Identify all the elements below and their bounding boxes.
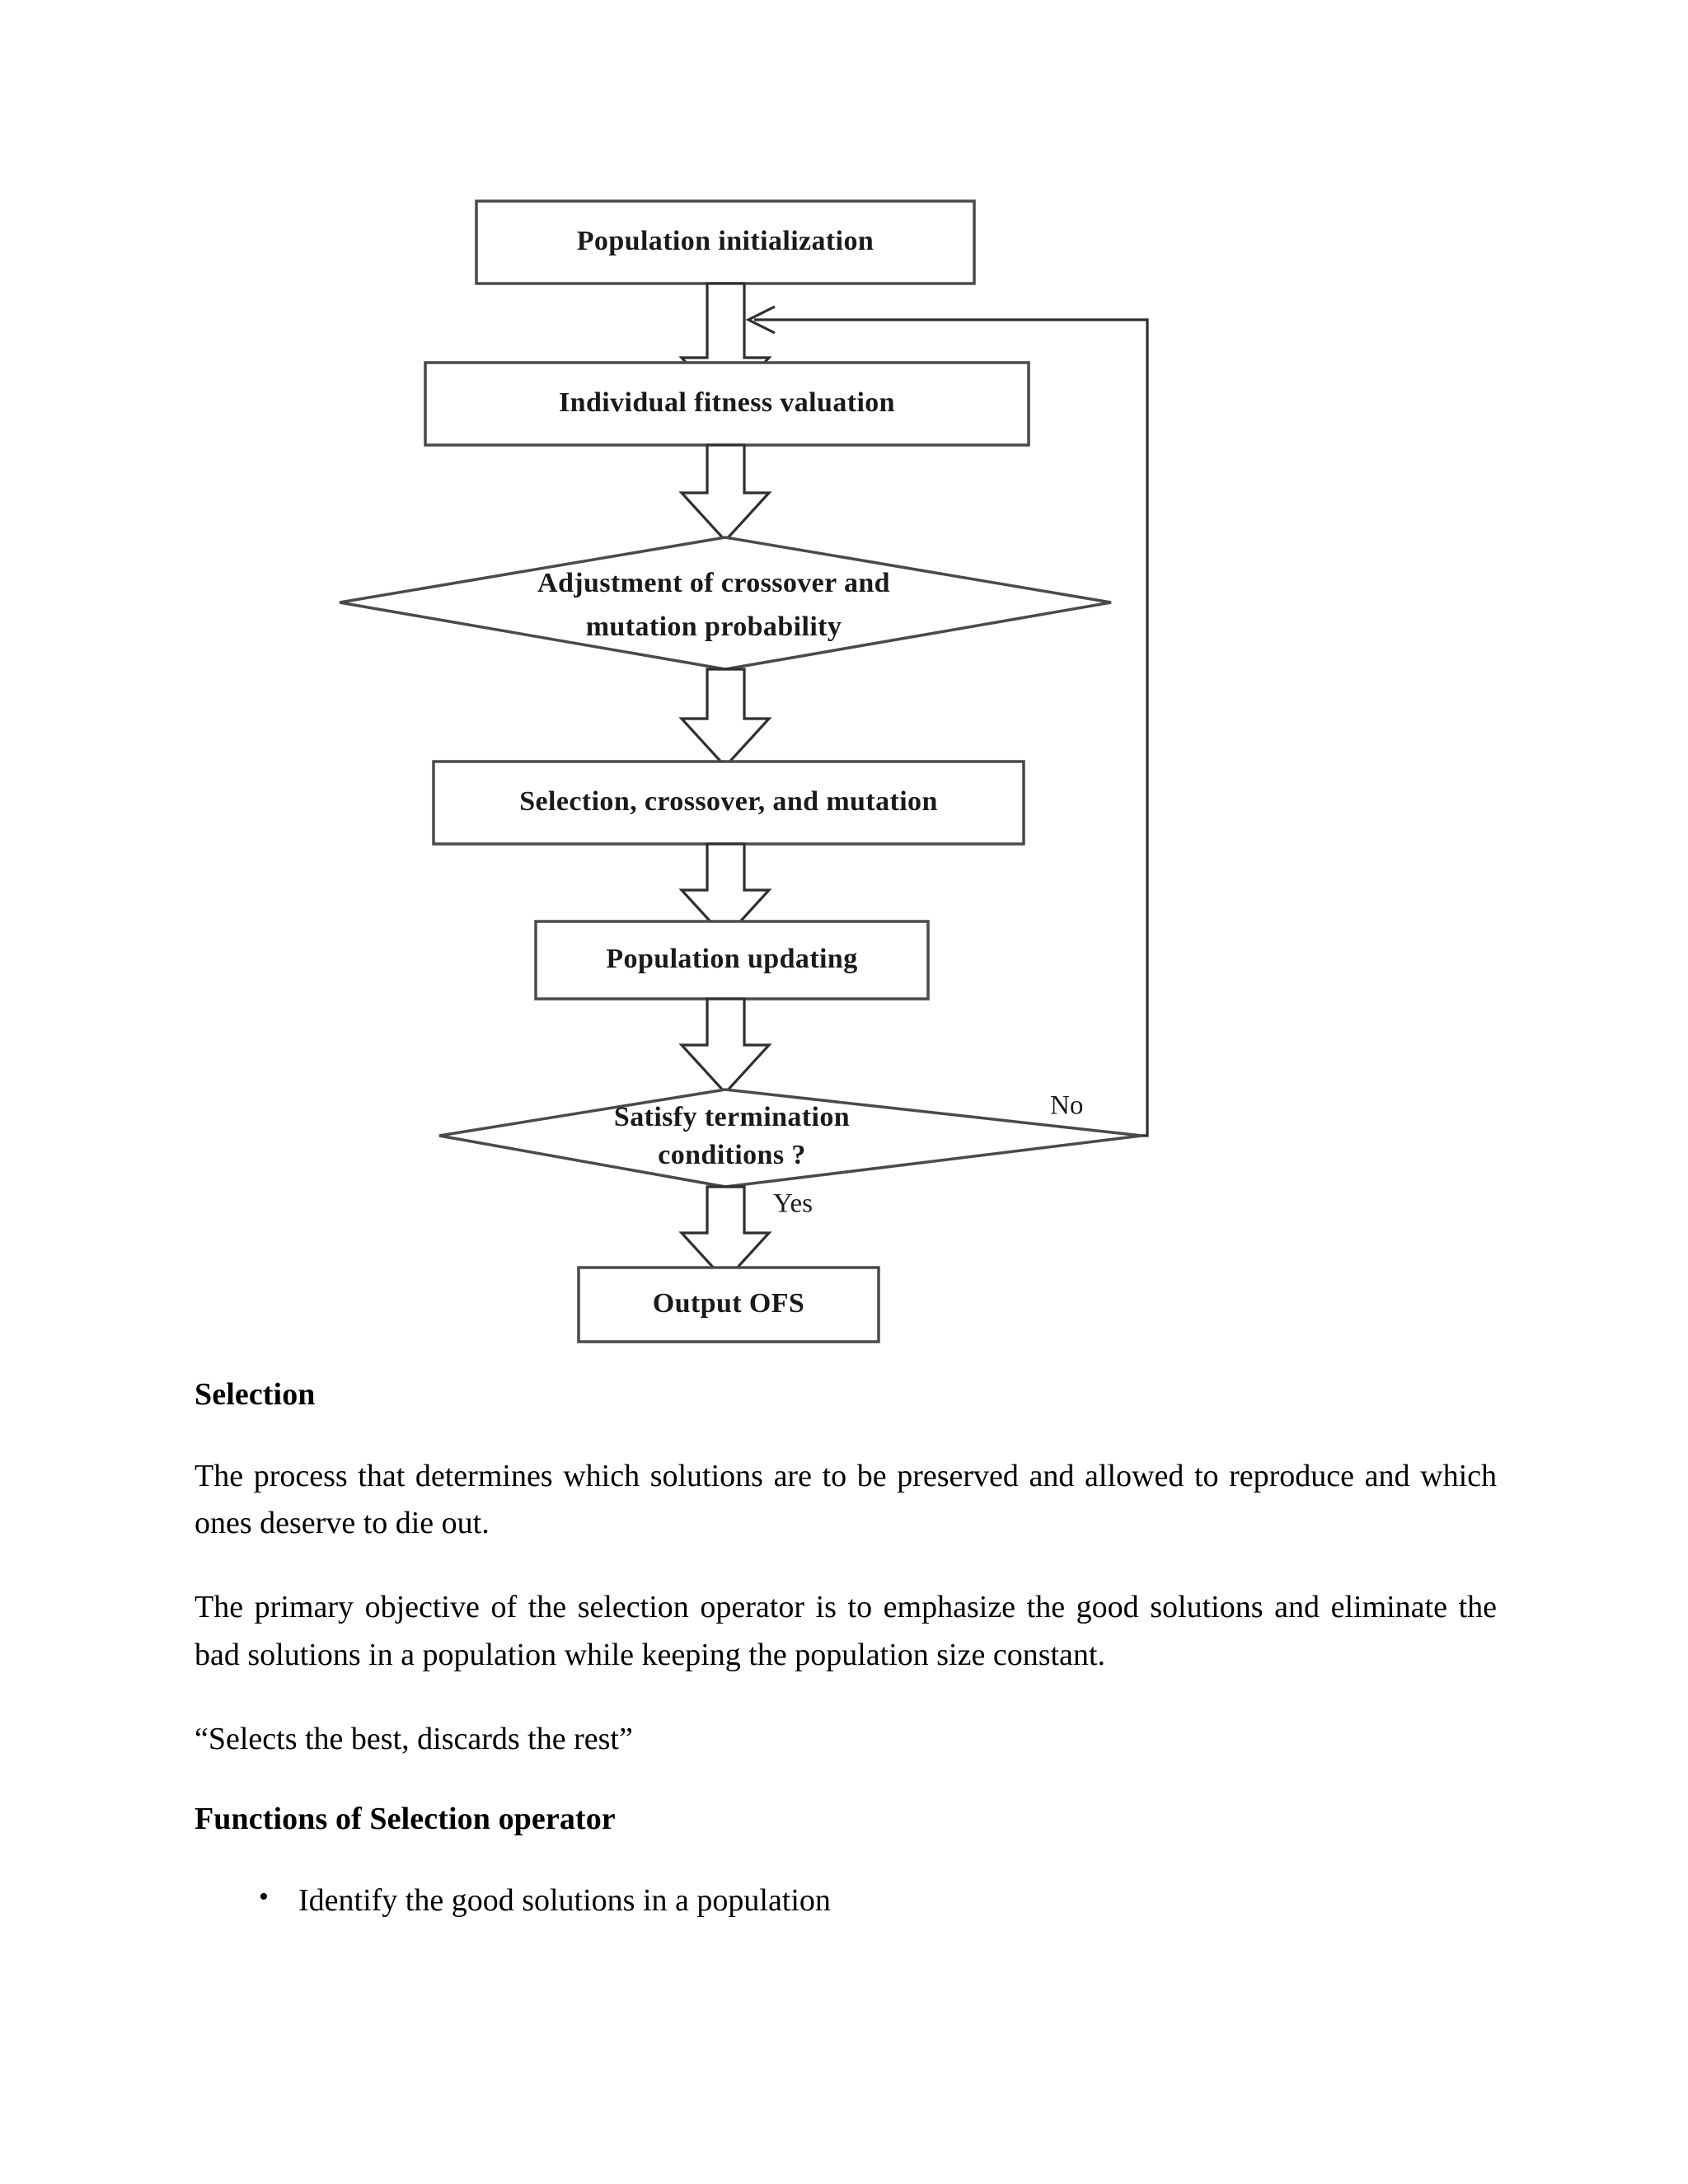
node-adjustment-of-crossover-and-mutation-probability (339, 536, 1112, 671)
node-satisfy-termination-label-line1: Satisfy termination (614, 1102, 850, 1132)
node-adjustment-label-line1: Adjustment of crossover and (537, 568, 890, 598)
arrow-population-updating-to-termination (678, 997, 772, 1095)
node-satisfy-termination-label-line2: conditions ? (658, 1140, 806, 1170)
node-selection-crossover-and-mutation-label: Selection, crossover, and mutation (519, 786, 938, 817)
paragraph-selection-definition: The process that determines which soluti… (195, 1458, 1497, 1541)
loopback-arrowhead (745, 305, 776, 335)
heading-functions-of-selection-operator: Functions of Selection operator (195, 1802, 616, 1837)
loopback-edge-no (754, 318, 1149, 1137)
functions-bullet-list: Identify the good solutions in a populat… (195, 1876, 1497, 1924)
node-selection-crossover-and-mutation (432, 760, 1025, 846)
node-individual-fitness-valuation-label: Individual fitness valuation (559, 387, 895, 418)
node-output-ofs-label: Output OFS (653, 1288, 804, 1319)
arrow-selection-to-population-updating (678, 842, 772, 940)
node-population-updating-label: Population updating (606, 944, 857, 974)
list-item: Identify the good solutions in a populat… (195, 1876, 1497, 1924)
arrow-termination-to-output (678, 1185, 772, 1283)
paragraph-selection-objective: The primary objective of the selection o… (195, 1590, 1497, 1672)
node-output-ofs (577, 1266, 880, 1343)
node-population-updating (534, 920, 930, 1001)
node-population-initialization (475, 199, 976, 285)
heading-selection: Selection (195, 1377, 316, 1412)
edge-label-yes: Yes (773, 1189, 813, 1219)
arrow-adjustment-to-selection (678, 668, 772, 769)
document-body: Selection The process that determines wh… (195, 1375, 1497, 1939)
node-adjustment-label-line2: mutation probability (586, 612, 842, 642)
edge-label-no: No (1050, 1091, 1083, 1121)
genetic-algorithm-flowchart: Population initialization Individual fit… (339, 199, 1149, 1343)
arrow-fitness-to-adjustment (678, 443, 772, 543)
quote-selects-the-best: “Selects the best, discards the rest” (195, 1721, 633, 1756)
node-population-initialization-label: Population initialization (577, 226, 874, 256)
